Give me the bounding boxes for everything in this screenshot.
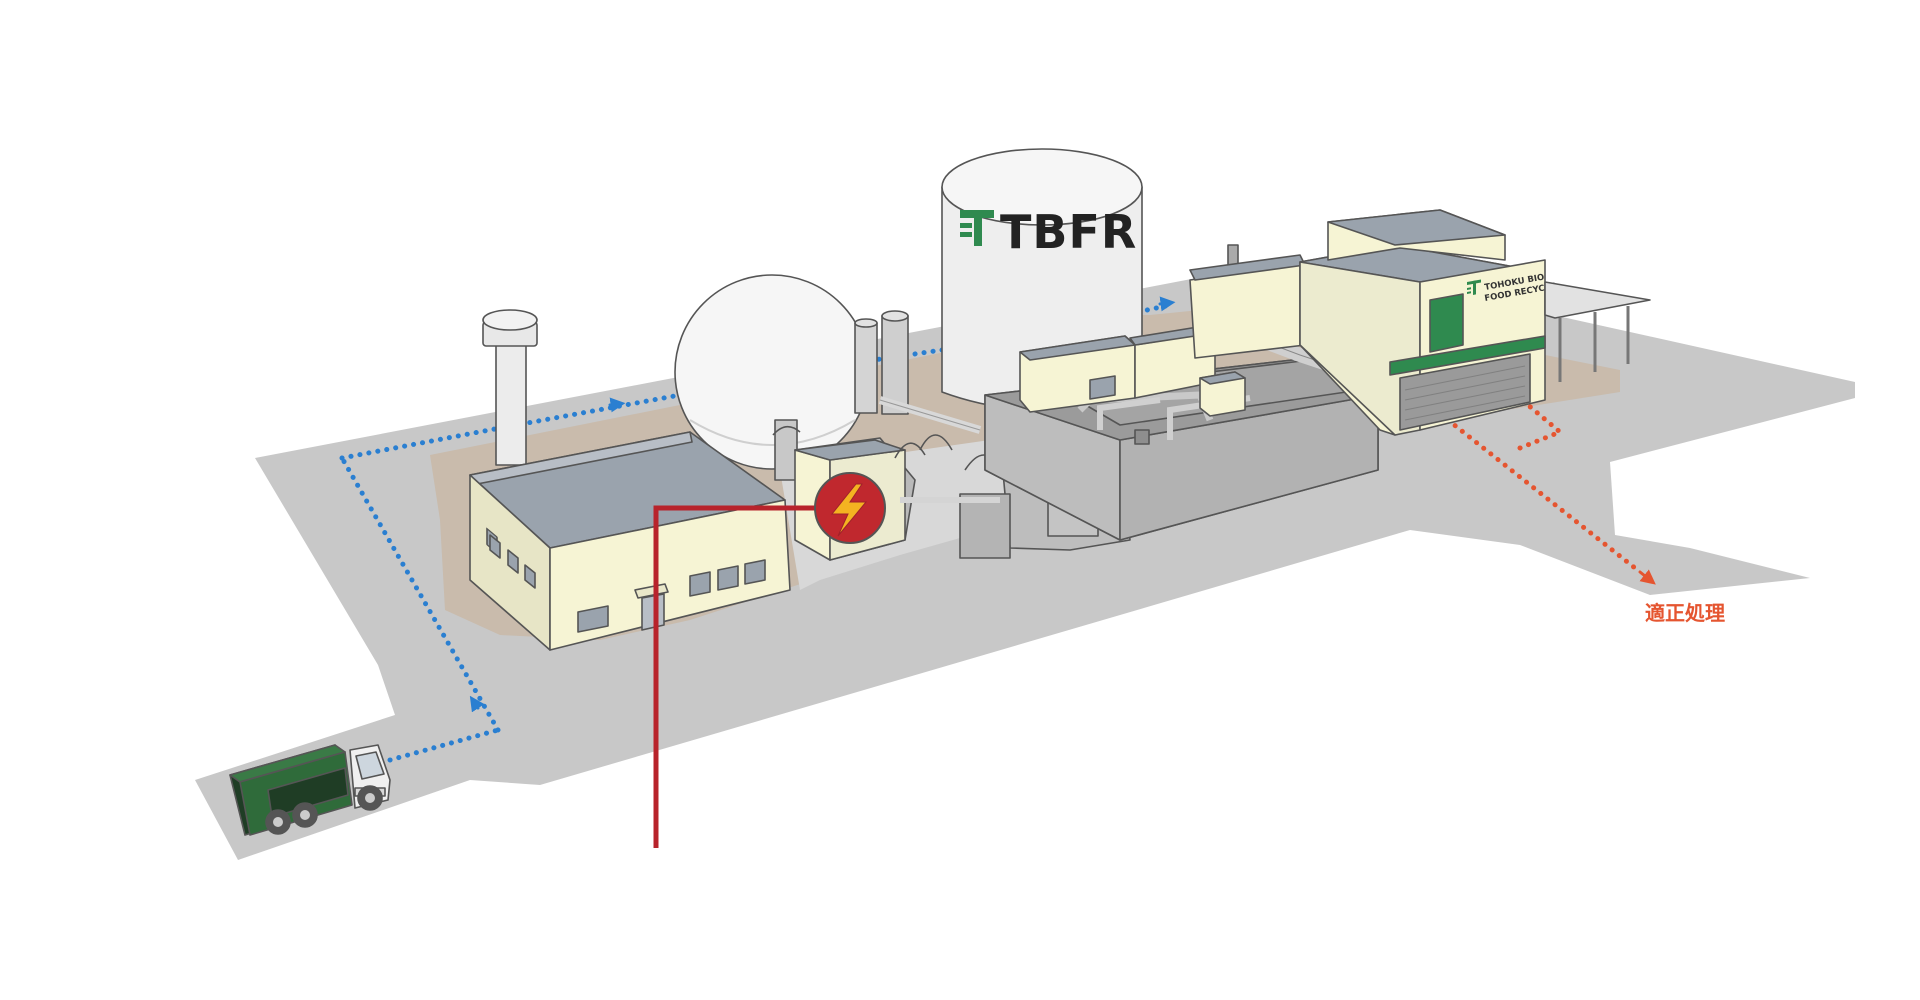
tohoku-logo-icon xyxy=(1467,279,1481,295)
exhaust-chimney xyxy=(482,309,538,466)
tohoku-green-panel xyxy=(1429,293,1464,353)
tohoku-building: TOHOKU BIO FOOD RECYCLE xyxy=(1189,209,1651,436)
tbfr-logo-icon xyxy=(960,210,994,246)
disposal-label: 適正処理 xyxy=(1645,601,1725,625)
collection-path-arrow-right-1 xyxy=(608,397,626,413)
collection-path-arrow-up xyxy=(469,695,485,713)
office-building xyxy=(469,431,791,651)
tank-logo-text: TBFR xyxy=(1000,205,1137,259)
disposal-path-branch xyxy=(1517,402,1565,451)
disposal-path-arrow xyxy=(1638,569,1656,585)
gas-holder-sphere xyxy=(674,274,870,470)
garbage-truck-icon xyxy=(229,744,391,836)
office-front-wall xyxy=(549,499,791,651)
tohoku-green-band xyxy=(1389,335,1546,376)
disposal-path xyxy=(1445,402,1656,585)
collection-path-segment-2 xyxy=(339,455,501,733)
power-line xyxy=(653,472,886,848)
storage-tank: TBFR xyxy=(941,148,1143,411)
power-badge xyxy=(814,472,886,544)
tohoku-canopy xyxy=(1544,281,1651,319)
power-line-cable xyxy=(653,505,815,848)
lightning-bolt-icon xyxy=(830,483,868,537)
tohoku-shutter xyxy=(1399,353,1531,431)
collection-path-segment-1 xyxy=(387,727,501,763)
collection-path-arrow-right-2 xyxy=(1158,296,1176,312)
office-door xyxy=(641,593,665,631)
vertical-tanks xyxy=(854,310,909,415)
